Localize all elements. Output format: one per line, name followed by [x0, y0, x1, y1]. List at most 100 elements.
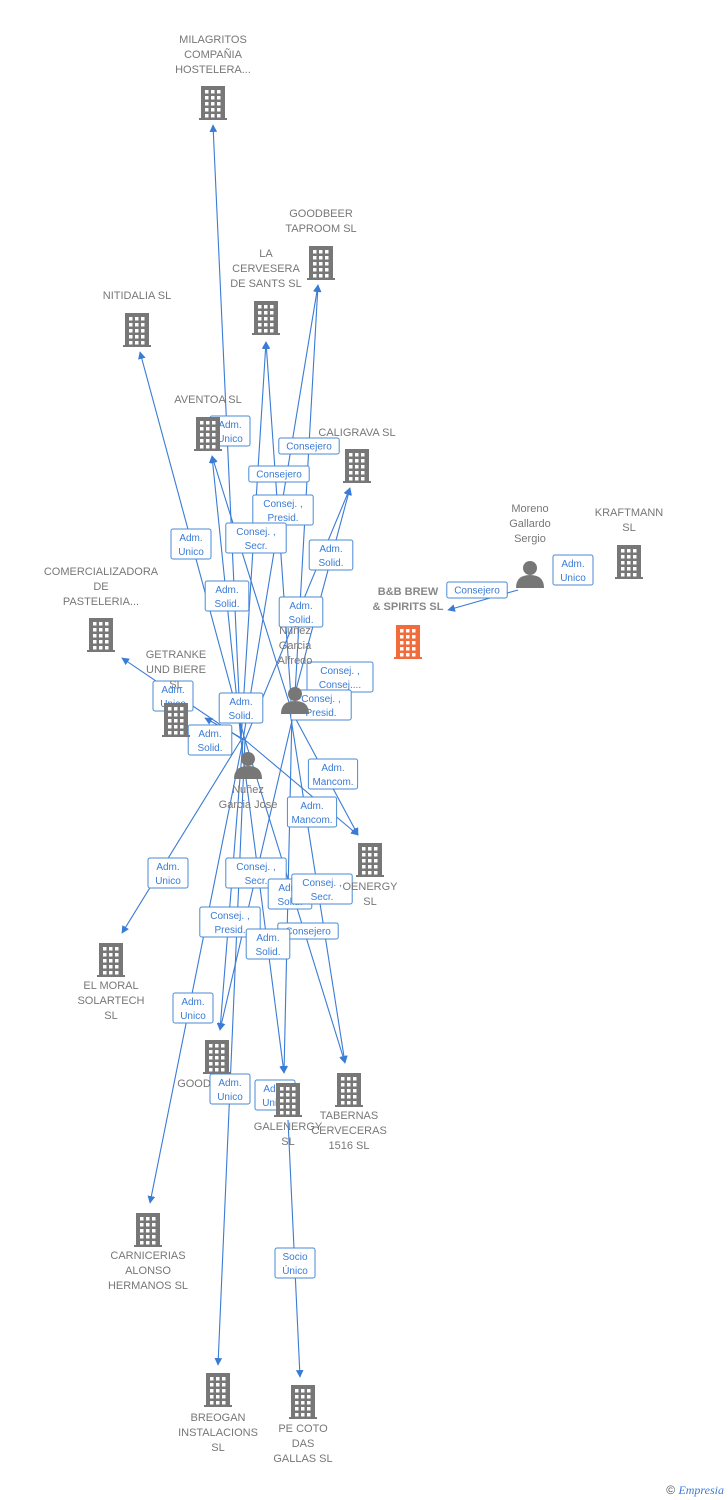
building-icon — [97, 943, 125, 977]
node-label: MILAGRITOS — [179, 34, 247, 46]
node-label: NITIDALIA SL — [103, 290, 171, 302]
node-label: Sergio — [514, 533, 546, 545]
edge-role-label[interactable]: Adm.Solid. — [204, 580, 250, 612]
node-galenergy[interactable]: GALENERGY SL — [254, 1083, 323, 1148]
edge-role-label[interactable]: Adm.Solid. — [245, 928, 291, 960]
edge-role-text: Adm. — [319, 544, 342, 555]
node-label: Alfredo — [278, 655, 313, 667]
node-good[interactable]: GOOD — [177, 1040, 231, 1090]
edge-role-label[interactable]: Consejero — [446, 581, 508, 599]
node-label: BREOGAN — [190, 1412, 245, 1424]
node-label: TAPROOM SL — [285, 223, 356, 235]
node-label: DE — [93, 581, 108, 593]
edge-role-label[interactable]: Consej. ,Secr. — [225, 522, 287, 554]
building-icon — [123, 313, 151, 347]
node-label: COMERCIALIZADORA — [44, 566, 159, 578]
edge-role-text: Consej. , — [236, 862, 275, 873]
edge-role-text: Solid. — [318, 558, 343, 569]
node-bbbrew[interactable]: B&B BREW& SPIRITS SL — [373, 586, 444, 659]
copyright-symbol: © — [666, 1483, 676, 1497]
node-label: Garcia — [279, 640, 312, 652]
node-label: OENERGY — [342, 881, 398, 893]
edge-role-label[interactable]: Adm.Solid. — [218, 692, 264, 724]
node-label: Nuñez — [279, 625, 311, 637]
edge-role-label[interactable]: Consejero — [278, 437, 340, 455]
edge-role-text: Presid. — [267, 513, 298, 524]
edge-role-text: Unico — [262, 1098, 288, 1109]
edge-role-text: Mancom. — [291, 815, 332, 826]
edge-role-text: Adm. — [218, 1078, 241, 1089]
edge-role-text: Adm. — [289, 601, 312, 612]
edge-role-label[interactable]: Consej. ,Secr. — [291, 873, 353, 905]
edge-role-label[interactable]: Adm. Solid. — [308, 539, 354, 571]
node-label: GALLAS SL — [273, 1453, 332, 1465]
edge-role-text: Consej. , — [301, 694, 340, 705]
node-label: DAS — [292, 1438, 315, 1450]
edge-role-label[interactable]: Consej. ,Consej.... — [306, 661, 374, 693]
node-label: TABERNAS — [320, 1110, 378, 1122]
building-icon — [307, 246, 335, 280]
person-icon — [516, 561, 544, 588]
edge-jose-to-breogan — [214, 739, 246, 1366]
edge-role-label[interactable]: Adm. Solid. — [278, 596, 324, 628]
building-icon — [87, 618, 115, 652]
node-label: LA — [259, 248, 273, 260]
node-label: SL — [363, 896, 376, 908]
node-caligrava[interactable]: CALIGRAVA SL — [318, 427, 396, 483]
edge-role-label[interactable]: Adm.Unico — [552, 554, 594, 586]
edge-role-label[interactable]: Adm.Solid. — [187, 724, 233, 756]
edge-alfredo-to-aventoa — [210, 455, 293, 713]
node-label: CALIGRAVA SL — [318, 427, 395, 439]
node-oenergy[interactable]: OENERGY SL — [342, 843, 398, 908]
footer-brand[interactable]: © Empresia — [666, 1483, 724, 1498]
node-label: PE COTO — [278, 1423, 328, 1435]
edge-role-label[interactable]: Adm.Unico — [172, 992, 214, 1024]
edge-role-label[interactable]: Adm.Mancom. — [286, 796, 338, 828]
edge-role-label[interactable]: Consejero — [248, 465, 310, 483]
building-icon — [203, 1040, 231, 1074]
edge-role-label[interactable]: Adm.Mancom. — [307, 758, 359, 790]
node-label: GOODBEER — [289, 208, 353, 220]
edge-role-text: Secr. — [245, 541, 268, 552]
edge-role-label[interactable]: Adm.Unico — [170, 528, 212, 560]
node-label: Garcia Jose — [219, 799, 278, 811]
node-aventoa[interactable]: AVENTOA SL — [174, 394, 242, 451]
edge-role-label[interactable]: Adm. Unico — [209, 1073, 251, 1105]
edge-role-text: Solid. — [255, 947, 280, 958]
node-goodbeer[interactable]: GOODBEER TAPROOM SL — [285, 208, 357, 280]
node-nitidalia[interactable]: NITIDALIA SL — [103, 290, 171, 347]
edge-role-text: Solid. — [288, 615, 313, 626]
edge-role-text: Consej. , — [302, 878, 341, 889]
edge-role-label[interactable]: Adm.Unico — [147, 857, 189, 889]
node-label: SOLARTECH — [77, 995, 144, 1007]
node-label: GALENERGY — [254, 1121, 323, 1133]
node-label: UND BIERE — [146, 664, 206, 676]
edge-role-label[interactable]: Consej. ,Presid. — [199, 906, 261, 938]
edge-role-text: Unico — [155, 876, 181, 887]
edge-role-text: Solid. — [197, 743, 222, 754]
edge-role-label[interactable]: Consej. ,Presid. — [252, 494, 314, 526]
node-comercializadora[interactable]: COMERCIALIZADORADEPASTELERIA... — [44, 566, 159, 652]
node-milagritos[interactable]: MILAGRITOSCOMPAÑIAHOSTELERA... — [175, 34, 251, 120]
building-icon — [162, 703, 190, 737]
node-label: CERVESERA — [232, 263, 300, 275]
edge-role-text: Consej.... — [319, 680, 361, 691]
edge-role-text: Adm. — [278, 883, 301, 894]
node-pecoto[interactable]: PE COTO DAS GALLAS SL — [273, 1385, 333, 1465]
edge-role-text: Unico — [217, 1092, 243, 1103]
node-label: SL — [281, 1136, 294, 1148]
building-icon — [252, 301, 280, 335]
